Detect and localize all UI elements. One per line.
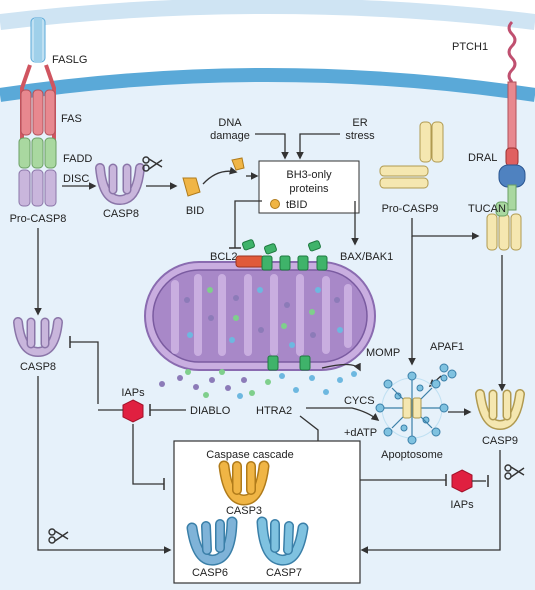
dral-icon: [498, 164, 526, 188]
mitochondrion-icon: [144, 255, 376, 371]
plasma-membrane: [0, 68, 535, 102]
tbid-dot-icon: [270, 199, 280, 209]
datp-label: +dATP: [344, 427, 377, 439]
inhibit-iaps-casp8-line: [70, 341, 99, 404]
casp7-icon: [256, 516, 309, 566]
apaf1-icon: [439, 363, 457, 382]
released-molecules: [159, 369, 357, 399]
bcl2-label: BCL2: [210, 251, 238, 263]
fadd-icon: [18, 137, 57, 169]
apoptosome-label: Apoptosome: [381, 449, 443, 461]
apoptosome-icon: [375, 371, 449, 445]
casp3-label: CASP3: [226, 505, 262, 517]
pro-casp8-label: Pro-CASP8: [10, 213, 67, 225]
arrow-casp8-cascade: [37, 376, 172, 554]
casp6-label: CASP6: [192, 567, 228, 579]
casp9-icon: [475, 389, 525, 431]
momp-label: MOMP: [366, 347, 400, 359]
casp8-top-label: CASP8: [103, 208, 139, 220]
casp9-label: CASP9: [482, 435, 518, 447]
ptch1-icon: [505, 20, 519, 167]
dna-label-1: DNA: [218, 117, 242, 129]
arrow-casp9-cascade: [360, 450, 501, 554]
top-membrane: [0, 0, 535, 30]
inhibit-iaps-cascade-line: [132, 424, 164, 485]
fasl-label: FASLG: [52, 54, 87, 66]
htra2-label: HTRA2: [256, 405, 292, 417]
arrow-cycs-apoptosome: [306, 407, 380, 421]
casp3-icon: [218, 460, 270, 506]
er-label-1: ER: [352, 117, 367, 129]
diablo-label: DIABLO: [190, 405, 231, 417]
inhibit-bcl2-line: [234, 200, 262, 248]
arrow-dna-bh3: [255, 133, 289, 160]
apaf1-label: APAF1: [430, 341, 464, 353]
fasl-icon: [30, 17, 46, 63]
arrow-momp-release: [321, 362, 361, 372]
fas-receptor-icon: [20, 64, 56, 140]
casp8-left-label: CASP8: [20, 361, 56, 373]
tucan-label: TUCAN: [468, 203, 506, 215]
tbid-label: tBID: [286, 199, 307, 211]
er-label-2: stress: [345, 130, 375, 142]
disc-label: DISC: [63, 173, 89, 185]
iaps-right-label: IAPs: [450, 499, 474, 511]
bcl2-channel-icon: [235, 255, 265, 268]
casp8-left-icon: [13, 317, 63, 358]
bax-floating-icons: [241, 239, 321, 255]
cascade-title: Caspase cascade: [206, 449, 293, 461]
dna-label-2: damage: [210, 130, 250, 142]
scissors-icon-bottom: [48, 528, 69, 544]
iaps-left-icon: [122, 399, 144, 423]
arrow-er-bh3: [296, 133, 340, 160]
pro-casp9-icon: [379, 121, 444, 189]
casp6-icon: [186, 516, 238, 566]
pro-casp9-label: Pro-CASP9: [382, 203, 439, 215]
bh3-label-1: BH3-only: [286, 169, 332, 181]
bh3-label-2: proteins: [289, 183, 329, 195]
dral-label: DRAL: [468, 152, 497, 164]
bid-label: BID: [186, 205, 204, 217]
bid-icon: [182, 177, 201, 197]
ptch1-label: PTCH1: [452, 41, 488, 53]
iaps-right-icon: [451, 469, 473, 493]
arrow-bid-tbid: [202, 166, 238, 185]
bax-bak1-label: BAX/BAK1: [340, 251, 393, 263]
tucan-icon: [486, 184, 522, 251]
iaps-left-label: IAPs: [121, 387, 145, 399]
fadd-label: FADD: [63, 153, 92, 165]
fas-label: FAS: [61, 113, 82, 125]
casp7-label: CASP7: [266, 567, 302, 579]
cycs-label: CYCS: [344, 395, 375, 407]
scissors-icon-top: [142, 156, 163, 172]
casp8-top-icon: [95, 163, 145, 206]
pro-casp8-icon: [18, 169, 57, 207]
scissors-icon-right: [504, 464, 525, 480]
